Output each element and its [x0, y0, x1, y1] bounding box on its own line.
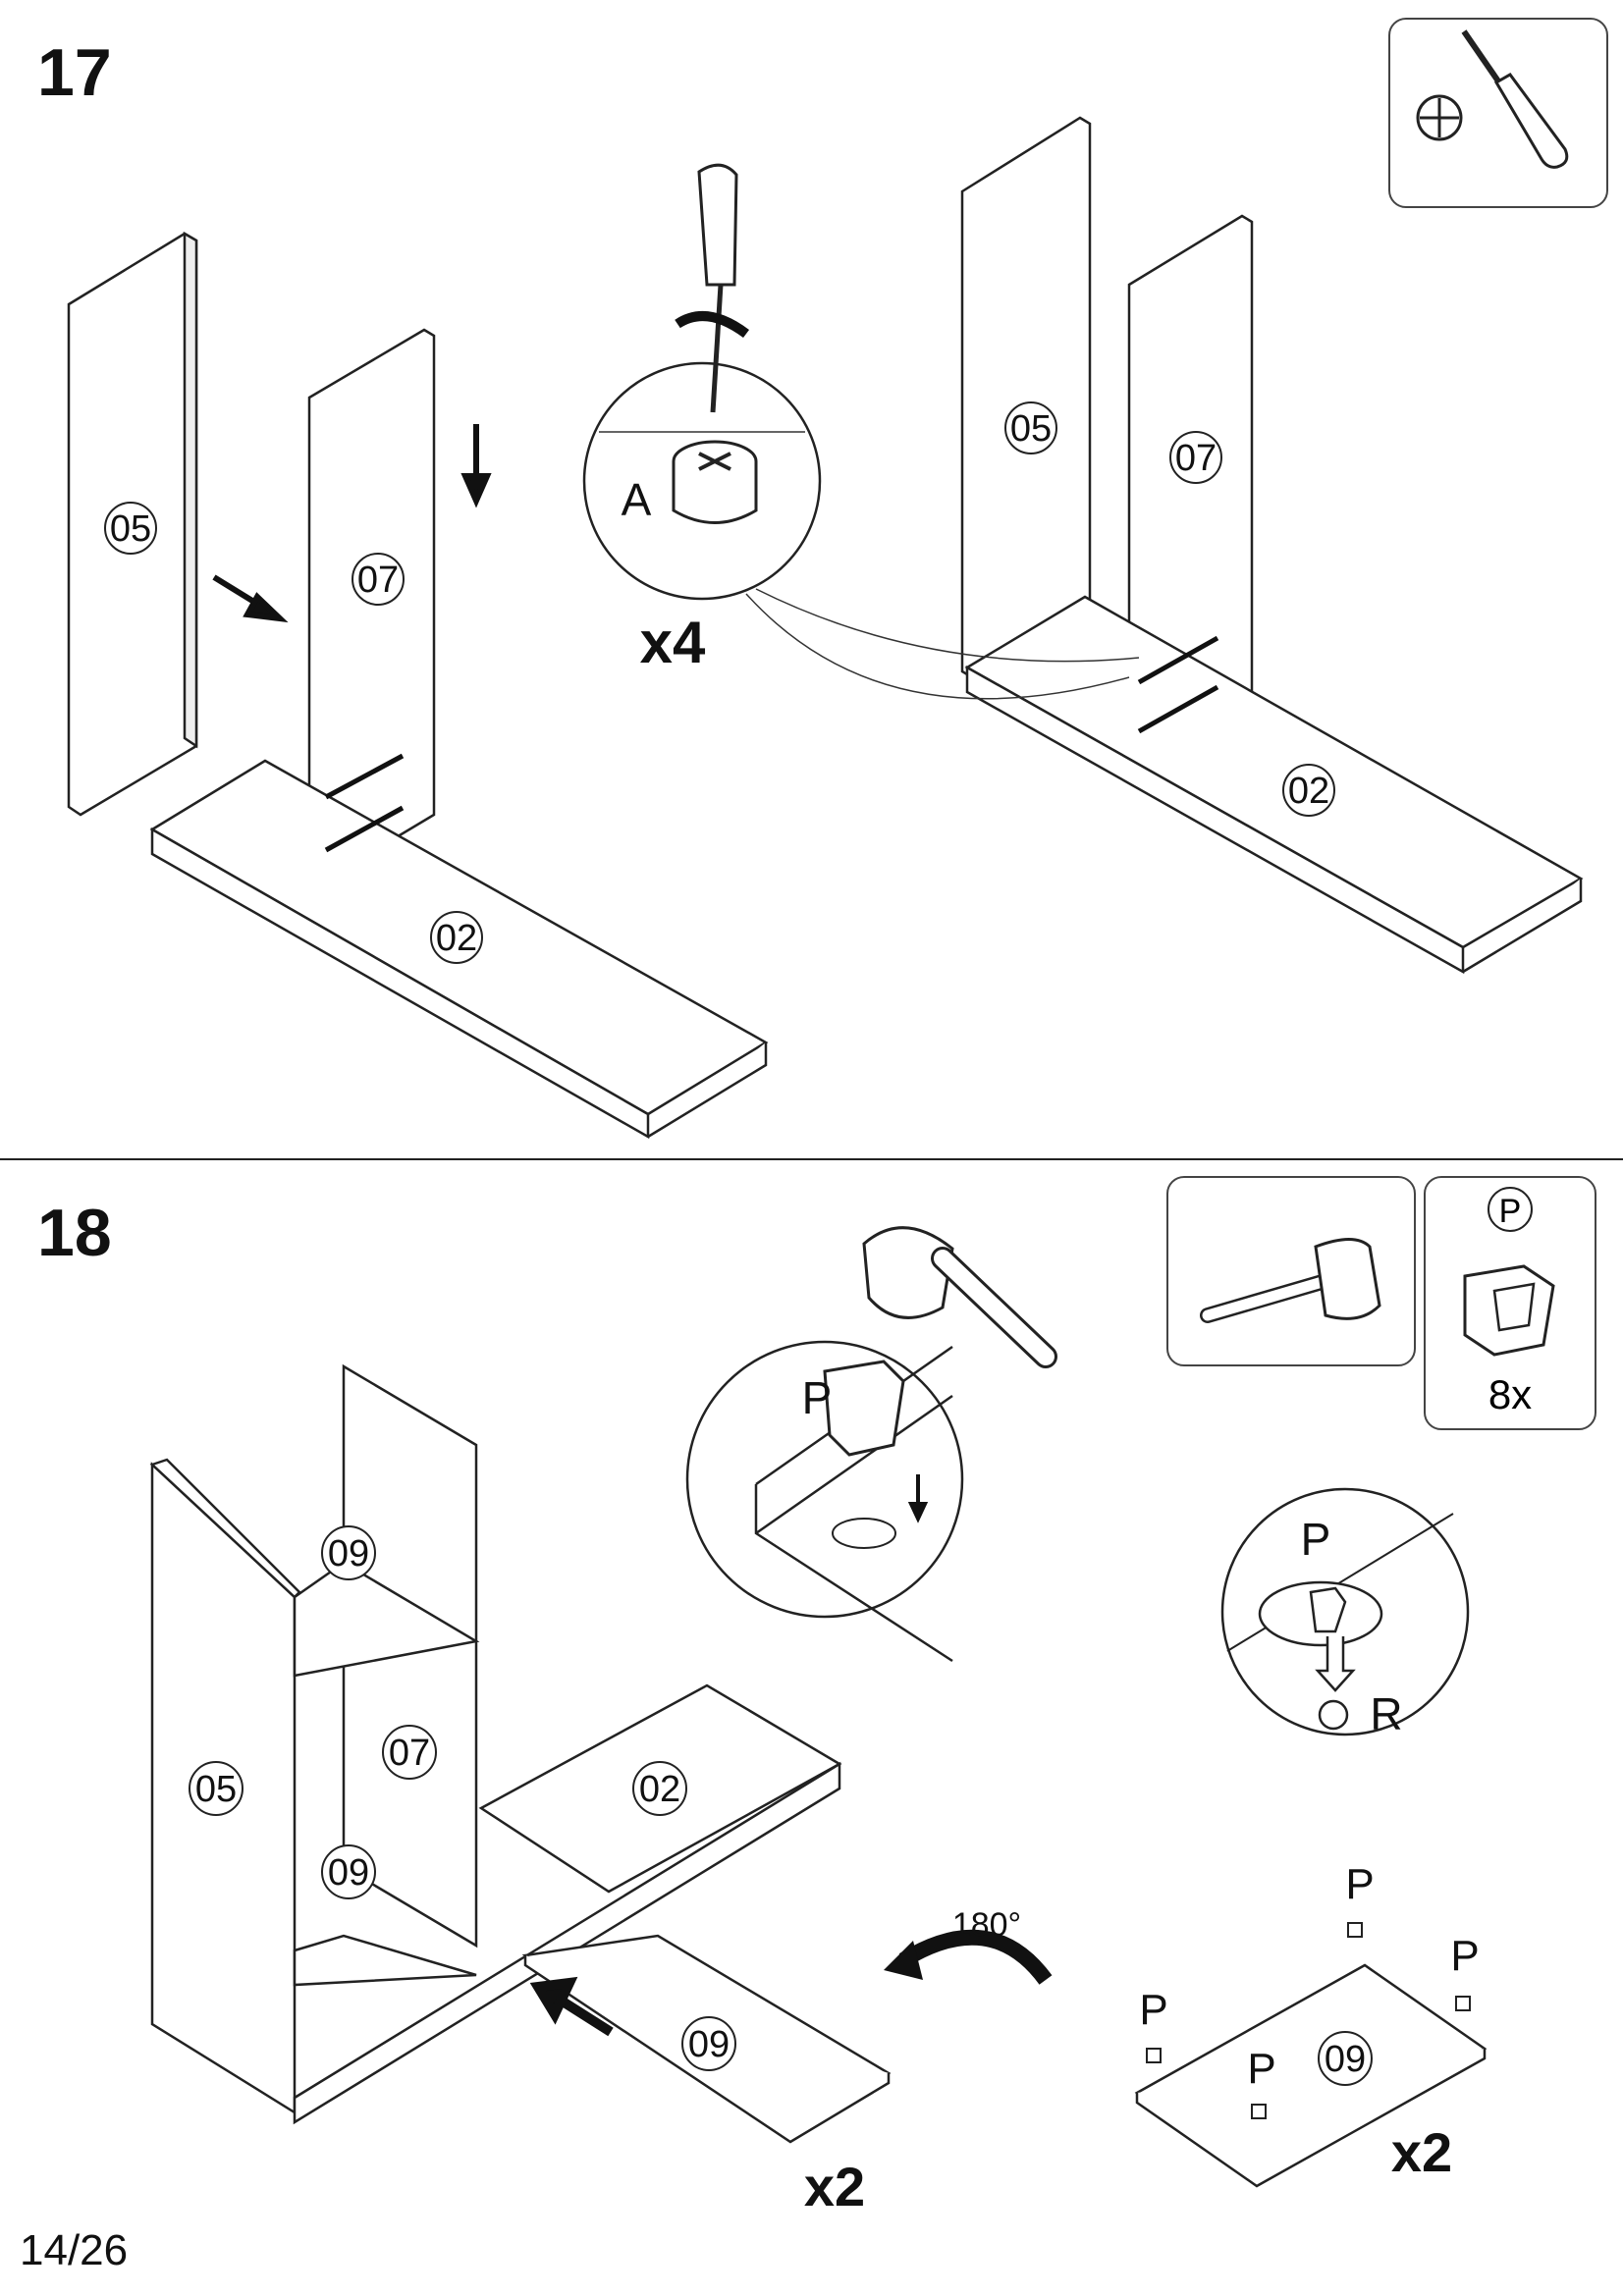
- mallet-large-icon: [862, 1226, 954, 1319]
- mallet-icon: [1200, 1238, 1381, 1323]
- label-qty-x4: x4: [640, 610, 706, 675]
- label-qty-left: x2: [804, 2156, 865, 2217]
- step-18-tool-peg-box: P 8x: [1424, 1176, 1596, 1430]
- step-17-number: 17: [37, 35, 112, 110]
- label-05-left: 05: [110, 508, 151, 550]
- label-09-pegged: 09: [1325, 2039, 1366, 2080]
- label-peg-3: P: [1450, 1932, 1479, 1980]
- step-18-illustration: 09 07 05 09 02 09 09 P P R 180° x2 x2 P …: [149, 1226, 1488, 2217]
- label-09-loose: 09: [688, 2024, 730, 2065]
- tool-peg-part-label: P: [1499, 1193, 1522, 1230]
- shelf-09-top: [293, 1561, 480, 1678]
- step-divider: [0, 1158, 1623, 1160]
- label-05-cabinet: 05: [195, 1769, 237, 1810]
- label-p-connector: P: [1301, 1514, 1331, 1565]
- label-09-bottom: 09: [328, 1852, 369, 1894]
- label-peg-2: P: [1345, 1860, 1374, 1908]
- label-peg-1: P: [1139, 1986, 1167, 2034]
- shelf-09-bottom: [293, 1934, 477, 1987]
- label-05-right: 05: [1010, 408, 1052, 450]
- label-07-left: 07: [357, 560, 399, 601]
- label-07-cabinet: 07: [389, 1733, 430, 1774]
- label-02-left: 02: [436, 918, 477, 959]
- page-number: 14/26: [20, 2226, 129, 2274]
- step-17-tool-box: [1388, 18, 1608, 208]
- panel-05-right: [960, 116, 1092, 679]
- label-part-a: A: [622, 474, 652, 525]
- phillips-screwdriver-icon: [1416, 29, 1569, 169]
- tool-peg-qty: 8x: [1488, 1371, 1532, 1417]
- peg-detail-icon: [823, 1360, 905, 1457]
- label-qty-right: x2: [1391, 2121, 1452, 2183]
- label-rotation: 180°: [952, 1906, 1021, 1944]
- label-r-connector: R: [1370, 1688, 1402, 1739]
- label-peg-4: P: [1247, 2045, 1275, 2093]
- panel-07-cabinet: [342, 1363, 478, 1949]
- label-p-detail: P: [802, 1372, 833, 1423]
- label-09-top: 09: [328, 1533, 369, 1575]
- screwdriver-icon: [697, 163, 738, 287]
- step-18-number: 18: [37, 1196, 112, 1270]
- panel-02-right: [964, 595, 1584, 949]
- label-02-cabinet: 02: [639, 1769, 680, 1810]
- step-18-tool-mallet-box: [1166, 1176, 1416, 1366]
- label-07-right: 07: [1175, 438, 1217, 479]
- label-02-right: 02: [1288, 771, 1329, 812]
- step-17-illustration: 05 07 02 05 07 02 A x4: [67, 116, 1584, 1140]
- shelf-support-peg-icon: P 8x: [1463, 1187, 1555, 1417]
